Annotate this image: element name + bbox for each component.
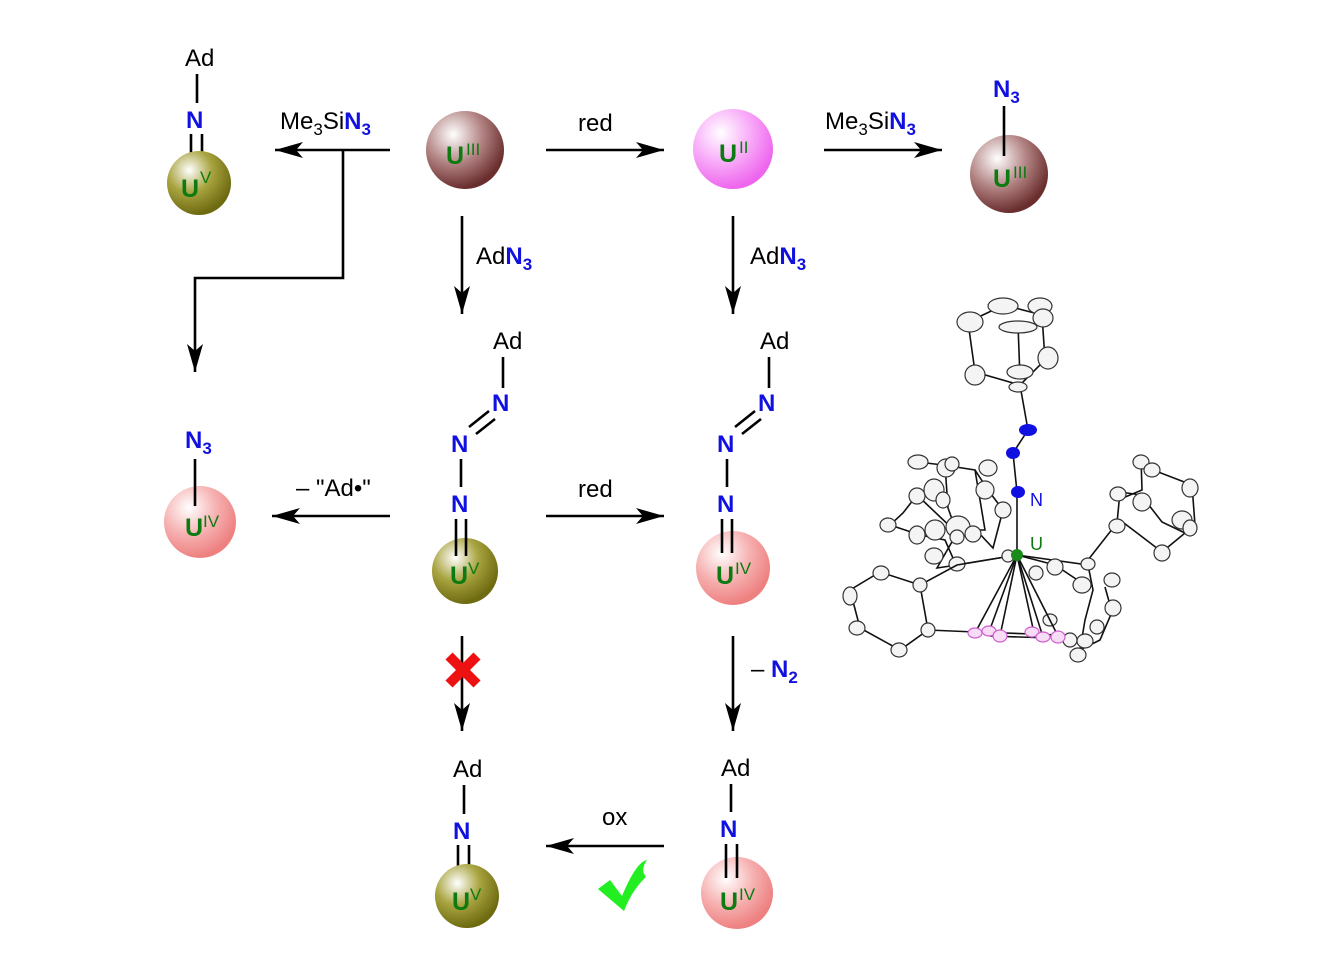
species-uV-tetrazene: Ad N N N U V bbox=[432, 328, 522, 604]
cross-icon bbox=[445, 652, 481, 688]
crystal-structure: N U bbox=[842, 297, 1199, 663]
species-uIV-tetrazene: Ad N N N U IV bbox=[696, 328, 789, 605]
uranium-sphere-uII bbox=[693, 109, 773, 189]
adamantyl-cage-right bbox=[1087, 454, 1199, 562]
arene-bonds bbox=[967, 554, 1066, 644]
oxidation-state: IV bbox=[735, 559, 752, 578]
adamantyl-label: Ad bbox=[185, 45, 214, 72]
uranium-sphere-uIV bbox=[696, 531, 770, 605]
nitrogen-label: N bbox=[453, 818, 470, 845]
nitrogen-label: N bbox=[451, 491, 468, 518]
uranium-sphere-uV bbox=[167, 151, 231, 215]
uranium-label: U bbox=[446, 142, 464, 170]
uranium-label: U bbox=[719, 140, 737, 168]
oxidation-state: II bbox=[739, 138, 748, 157]
species-uIV-azide: N3 U IV bbox=[164, 427, 236, 558]
uranium-label: U bbox=[185, 514, 203, 542]
adamantyl-cage-left bbox=[879, 454, 1018, 572]
uranium-label: U bbox=[181, 175, 199, 203]
uranium-label: U bbox=[720, 888, 738, 916]
uranium-sphere-uIV bbox=[164, 486, 236, 558]
uranium-sphere-uIII bbox=[970, 135, 1048, 213]
check-icon bbox=[598, 860, 647, 911]
species-uII: U II bbox=[693, 109, 773, 189]
reagent-ox: ox bbox=[602, 804, 627, 831]
azide-ligand-label: N3 bbox=[993, 76, 1020, 107]
nitrogen-label: N bbox=[186, 107, 203, 134]
reagent-me3sin3-left: Me3SiN3 bbox=[280, 108, 371, 139]
reagent-red-middle: red bbox=[578, 476, 613, 503]
oxidation-state: IV bbox=[739, 885, 756, 904]
reagent-red-top: red bbox=[578, 110, 613, 137]
aryl-framework bbox=[842, 549, 1122, 663]
adamantyl-label: Ad bbox=[453, 756, 482, 783]
uranium-atom-label: U bbox=[1030, 534, 1043, 554]
adamantyl-label: Ad bbox=[493, 328, 522, 355]
adamantyl-label: Ad bbox=[721, 755, 750, 782]
uranium-label: U bbox=[450, 562, 468, 590]
reagent-adn3-left: AdN3 bbox=[476, 243, 532, 274]
uranium-sphere-uV bbox=[432, 538, 498, 604]
nitrogen-label: N bbox=[720, 816, 737, 843]
adamantyl-label: Ad bbox=[760, 328, 789, 355]
reagent-adn3-right: AdN3 bbox=[750, 243, 806, 274]
azide-ligand-label: N3 bbox=[185, 427, 212, 458]
uranium-sphere-uIII bbox=[426, 111, 504, 189]
uranium-atom bbox=[1011, 549, 1023, 561]
nitrogen-label: N bbox=[758, 390, 775, 417]
uranium-sphere-uV bbox=[435, 864, 499, 928]
nitrogen-label: N bbox=[451, 431, 468, 458]
species-uIV-imido: Ad N U IV bbox=[701, 755, 773, 929]
nitrogen-label: N bbox=[717, 491, 734, 518]
species-uIII-azide: N3 U III bbox=[970, 76, 1048, 213]
species-uV-imido-top: Ad N U V bbox=[167, 45, 231, 215]
uranium-sphere-uIV bbox=[701, 857, 773, 929]
adamantyl-cage-top bbox=[956, 297, 1059, 431]
nitrogen-atom bbox=[1006, 447, 1020, 459]
nitrogen-label: N bbox=[717, 431, 734, 458]
nitrogen-atom bbox=[1011, 486, 1025, 498]
arrow-branch-to-uIV-azide bbox=[187, 150, 345, 372]
uranium-label: U bbox=[452, 888, 470, 916]
reagent-minus-n2: – N2 bbox=[751, 656, 798, 687]
oxidation-state: III bbox=[466, 140, 480, 159]
oxidation-state: IV bbox=[203, 512, 220, 531]
oxidation-state: III bbox=[1013, 163, 1027, 182]
oxidation-state: V bbox=[468, 559, 480, 578]
species-uIII-start: U III bbox=[426, 111, 504, 189]
reagent-me3sin3-right: Me3SiN3 bbox=[825, 108, 916, 139]
oxidation-state: V bbox=[200, 168, 212, 187]
reagent-minus-ad-radical: – "Ad•" bbox=[296, 475, 371, 502]
oxidation-state: V bbox=[470, 885, 482, 904]
nitrogen-label: N bbox=[492, 390, 509, 417]
nitrogen-atom-label: N bbox=[1030, 490, 1043, 510]
uranium-label: U bbox=[993, 165, 1011, 193]
species-uV-imido-bottom: Ad N U V bbox=[435, 756, 499, 928]
nitrogen-atom bbox=[1019, 424, 1037, 436]
uranium-label: U bbox=[716, 562, 734, 590]
